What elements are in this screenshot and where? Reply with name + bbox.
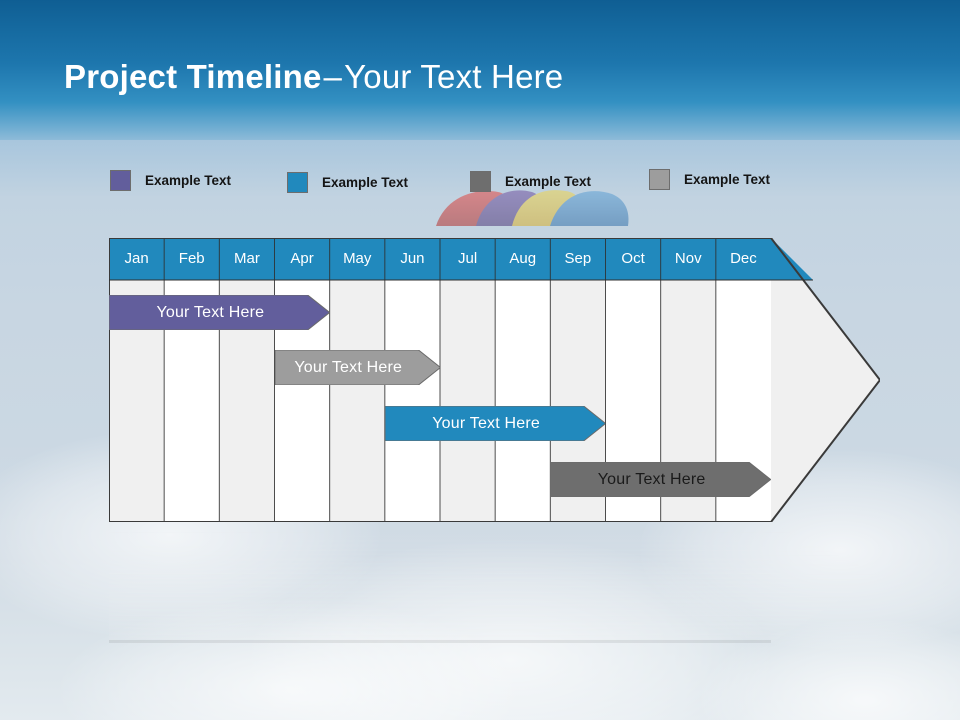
page-title-dash: –	[323, 58, 343, 95]
month-header-jun[interactable]: Jun	[400, 250, 425, 267]
task-bar-3[interactable]: Your Text Here	[550, 462, 771, 497]
legend-label-3: Example Text	[684, 172, 771, 187]
task-bar-label-0: Your Text Here	[156, 303, 265, 321]
legend-item-0[interactable]: Example Text	[110, 170, 231, 191]
legend-label-0: Example Text	[145, 173, 232, 188]
month-header-dec[interactable]: Dec	[730, 250, 757, 267]
task-bar-shape-0	[109, 295, 330, 330]
page-title: Project Timeline–Your Text Here	[64, 58, 563, 96]
task-bar-label-2: Your Text Here	[432, 414, 541, 432]
task-bar-2[interactable]: Your Text Here	[384, 406, 606, 441]
task-bar-1[interactable]: Your Text Here	[274, 350, 440, 385]
legend-swatch-2	[470, 171, 491, 192]
timeline-chart: Jan Feb Mar Apr May Jun Jul Aug Sep Oct Nov Dec You…	[109, 238, 880, 522]
month-header-jul[interactable]: Jul	[457, 250, 478, 267]
legend-item-3[interactable]: Example Text	[649, 169, 770, 190]
page-title-light: Your Text Here	[344, 58, 564, 95]
legend-item-2[interactable]: Example Text	[470, 171, 591, 192]
task-bar-shape-3	[550, 462, 771, 497]
legend-item-1[interactable]: Example Text	[287, 172, 408, 193]
task-bar-shape-1	[274, 350, 440, 385]
task-bar-0[interactable]: Your Text Here	[109, 295, 330, 330]
task-bar-label-3: Your Text Here	[597, 470, 706, 488]
month-header-jan[interactable]: Jan	[124, 250, 149, 267]
sky-gradient-top	[0, 0, 960, 150]
month-header-nov[interactable]: Nov	[674, 250, 702, 267]
legend-label-2: Example Text	[505, 174, 592, 189]
month-header-sep[interactable]: Sep	[564, 250, 592, 267]
legend-label-1: Example Text	[322, 175, 409, 190]
month-header-oct[interactable]: Oct	[621, 250, 645, 267]
task-bar-shape-2	[384, 406, 606, 441]
legend-swatch-3	[649, 169, 670, 190]
legend-swatch-0	[110, 170, 131, 191]
month-header-apr[interactable]: Apr	[290, 250, 314, 267]
legend-swatch-1	[287, 172, 308, 193]
month-header-feb[interactable]: Feb	[178, 250, 205, 267]
month-header-mar[interactable]: Mar	[233, 250, 260, 267]
month-header-aug[interactable]: Aug	[509, 250, 537, 267]
task-bar-label-1: Your Text Here	[294, 358, 403, 376]
page-title-strong: Project Timeline	[64, 58, 322, 95]
month-header-may[interactable]: May	[343, 250, 372, 267]
